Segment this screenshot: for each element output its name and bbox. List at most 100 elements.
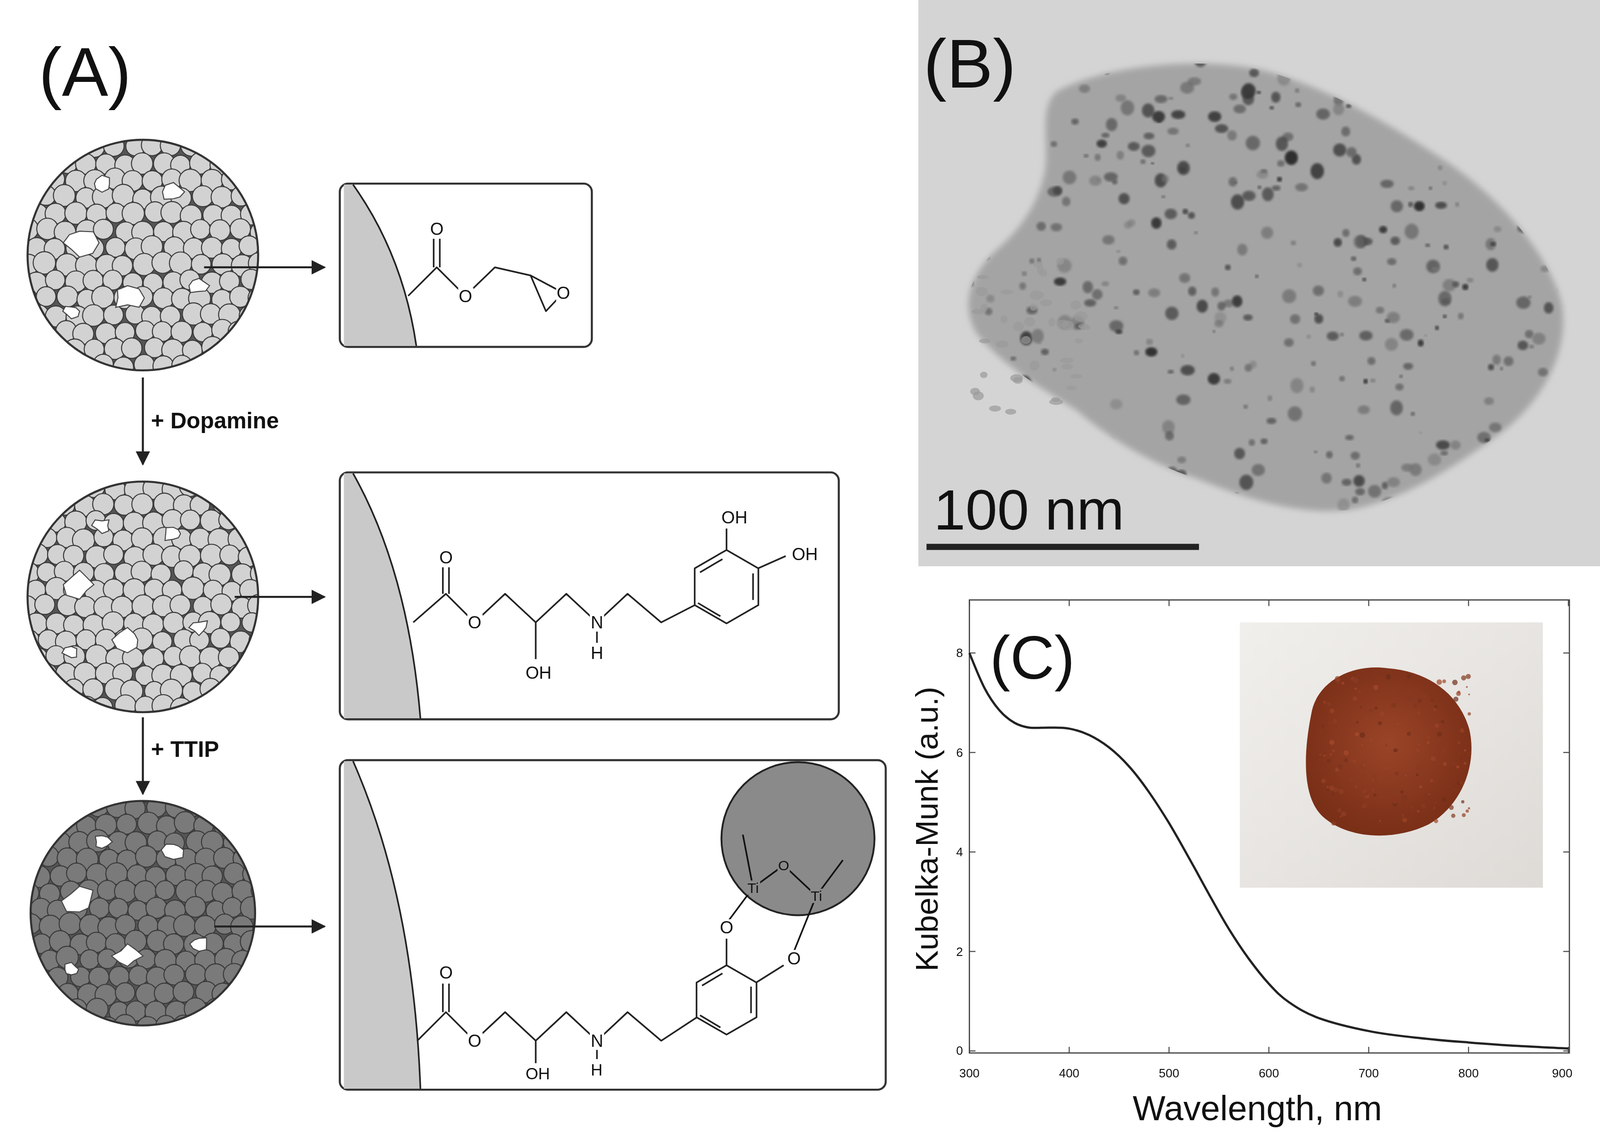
pore	[95, 835, 113, 849]
particle	[8, 863, 32, 886]
particle	[6, 303, 28, 326]
particle	[253, 917, 274, 938]
atom-label: O	[466, 613, 483, 632]
particle	[239, 339, 261, 362]
particle	[112, 117, 134, 140]
particle	[250, 697, 271, 718]
particle	[5, 546, 27, 567]
tem-particle	[970, 387, 981, 396]
particle	[54, 459, 76, 482]
particle	[155, 1015, 177, 1036]
particle	[28, 1000, 48, 1020]
atom-label: N	[589, 1032, 605, 1050]
particle	[192, 119, 214, 140]
particle	[154, 983, 175, 1004]
particle	[25, 678, 49, 701]
particle	[66, 863, 87, 884]
particle	[8, 795, 32, 819]
particle	[247, 354, 268, 376]
reagent-label: + Dopamine	[151, 410, 280, 433]
particle	[114, 461, 137, 484]
atom-label: Ti	[746, 880, 761, 895]
particle	[135, 845, 158, 868]
tem-particle	[1066, 385, 1078, 391]
particle	[156, 779, 178, 801]
tem-particle	[1010, 374, 1023, 382]
particle	[210, 594, 233, 616]
particle	[121, 337, 142, 359]
particle	[238, 512, 259, 533]
particle	[228, 698, 250, 720]
particle	[219, 678, 242, 701]
particle	[10, 830, 32, 852]
particle	[233, 1015, 255, 1037]
particle	[223, 1000, 245, 1022]
particle	[211, 983, 234, 1006]
particle	[228, 497, 249, 517]
tem-particle	[1000, 289, 1014, 295]
particle	[34, 697, 56, 719]
atom-label: OH	[790, 545, 820, 563]
pore	[94, 175, 110, 193]
particle	[114, 694, 137, 716]
particle	[103, 305, 124, 325]
tick-label: 6	[956, 746, 963, 759]
particle	[221, 137, 241, 157]
particle	[172, 778, 195, 800]
panel-letter: (C)	[989, 627, 1076, 689]
particle	[16, 357, 37, 378]
particle	[7, 476, 30, 499]
tem-particle	[1074, 337, 1084, 344]
pore	[64, 962, 79, 975]
reagent-label: + TTIP	[151, 738, 219, 762]
axis-title: Wavelength, nm	[1132, 1090, 1383, 1126]
particle	[76, 458, 98, 481]
particle	[136, 1016, 159, 1038]
pore	[189, 937, 207, 952]
tick-label: 2	[956, 945, 963, 958]
particle	[37, 355, 60, 378]
particle	[58, 780, 79, 801]
particle	[49, 798, 71, 819]
tem-particles	[956, 53, 1576, 527]
particle	[5, 135, 28, 158]
particle	[247, 320, 268, 341]
particle	[37, 119, 60, 142]
tem-particle	[1080, 325, 1092, 330]
tick-label: 700	[1358, 1067, 1379, 1080]
particle	[35, 663, 58, 686]
particle	[192, 461, 214, 483]
porous-sphere	[4, 117, 273, 379]
atom-label: OH	[524, 1066, 551, 1083]
tick-label: 800	[1458, 1067, 1479, 1080]
particle	[77, 1016, 99, 1038]
pore	[62, 646, 77, 658]
particle	[26, 171, 48, 192]
tem-particle	[979, 338, 991, 344]
particle	[10, 998, 31, 1020]
particle	[210, 628, 231, 649]
atom-label: O	[457, 287, 474, 305]
pore	[188, 620, 208, 636]
particle	[19, 1017, 42, 1040]
tem-particle	[1037, 264, 1044, 275]
particle	[249, 496, 269, 516]
tem-particle	[1051, 397, 1061, 402]
particle	[170, 463, 191, 484]
particle	[96, 779, 118, 802]
atom-label: H	[589, 1062, 604, 1079]
particle	[205, 998, 226, 1019]
tem-particle	[988, 405, 1001, 412]
particle	[95, 458, 117, 481]
particle	[46, 477, 69, 500]
pore	[112, 627, 138, 653]
tick-label: 900	[1551, 1067, 1573, 1080]
particle	[16, 184, 38, 206]
atom-label: O	[786, 949, 802, 967]
atom-label: O	[718, 918, 735, 937]
particle	[18, 980, 41, 1003]
particle	[200, 135, 223, 158]
tem-particle	[971, 308, 986, 315]
tick-label: 400	[1059, 1067, 1080, 1080]
